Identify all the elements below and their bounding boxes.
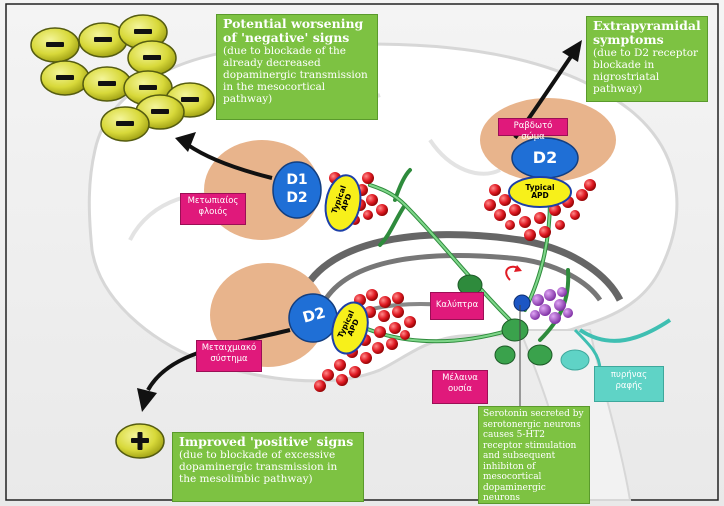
serotonin-note-box: Serotonin secreted by serotonergic neuro… — [478, 406, 590, 504]
typical-apd-frontal — [324, 174, 362, 232]
positive-signs-box: Improved 'positive' signs (due to blocka… — [172, 432, 364, 502]
minus-signs — [46, 29, 199, 126]
negative-signs-box: Potential worsening of 'negative' signs … — [216, 14, 378, 120]
negative-signs-detail: (due to blockade of the already decrease… — [223, 45, 368, 105]
serotonin-vesicles — [530, 287, 573, 324]
arrow-to-negative — [186, 143, 273, 180]
positive-signs-title: Improved 'positive' signs — [179, 434, 354, 449]
extrapyramidal-detail: (due to D2 receptor blockade in nigrostr… — [593, 47, 699, 95]
extrapyramidal-box: Extrapyramidal symptoms (due to D2 recep… — [586, 16, 708, 102]
label-raphe-nuclei: πυρήνας ραφής — [594, 366, 664, 402]
label-frontal-cortex: Μετωπιαίος φλοιός — [180, 193, 246, 225]
neuron-body — [527, 344, 553, 366]
neuron-body — [494, 345, 516, 365]
dopamine-vesicles-striatum — [484, 179, 596, 241]
label-striatum: Ραβδωτό σώμα — [498, 118, 568, 142]
neuron-body — [501, 318, 529, 342]
label-mesolimbic: Μεταιχμιακό σύστημα — [196, 340, 262, 372]
label-substantia-nigra: Μέλαινα ουσία — [432, 370, 488, 404]
receptor-label-d1: D1 — [286, 172, 308, 188]
receptor-label-d2-striatum: D2 — [532, 148, 558, 167]
extrapyramidal-title: Extrapyramidal symptoms — [593, 18, 701, 47]
label-tectum: Καλύπτρα — [430, 292, 484, 320]
negative-signs-title: Potential worsening of 'negative' signs — [223, 16, 364, 45]
receptor-label-d2-frontal: D2 — [286, 190, 308, 206]
typical-apd-striatum — [508, 176, 572, 208]
dopamine-vesicles-mesolimbic — [314, 289, 416, 392]
d1-d2-receptor-frontal — [272, 161, 322, 219]
raphe-neuron — [560, 349, 590, 371]
typical-apd-mesolimbic — [331, 301, 369, 355]
5ht2-receptor — [513, 294, 531, 312]
positive-signs-detail: (due to blockade of excessive dopaminerg… — [179, 449, 338, 485]
apd-label-striatum: Typical APD — [525, 183, 555, 200]
